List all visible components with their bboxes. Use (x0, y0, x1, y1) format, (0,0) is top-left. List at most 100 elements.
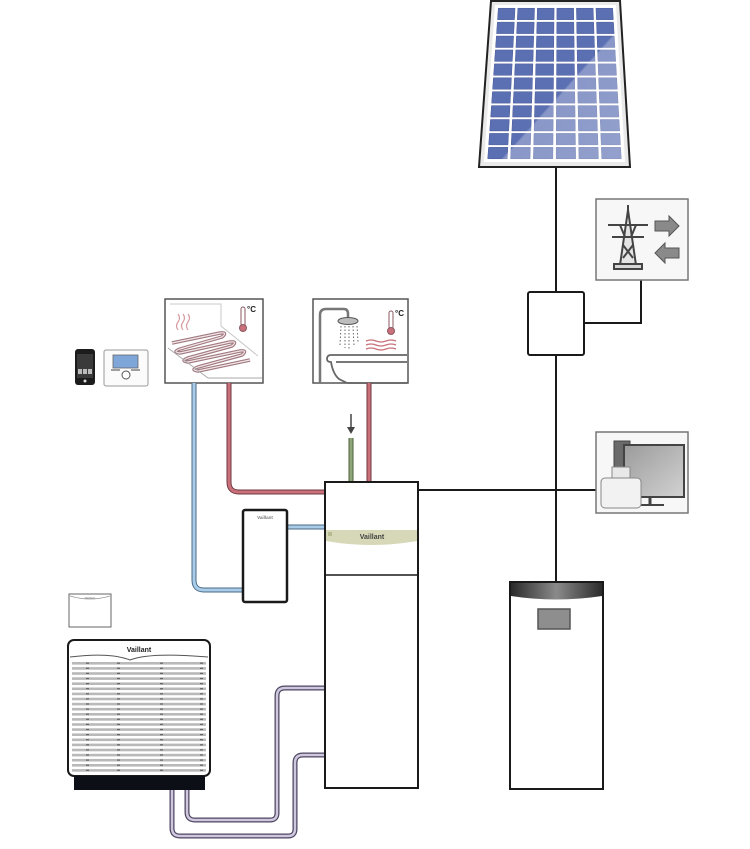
smartphone-icon (75, 349, 95, 385)
indoor-unit-body (324, 481, 419, 789)
cold-pipe-underfloor (191, 383, 243, 593)
louver-mark (200, 764, 203, 766)
louver-mark (86, 662, 89, 664)
louver-mark (86, 698, 89, 700)
louver-mark (117, 769, 120, 771)
louver-mark (200, 718, 203, 720)
outdoor-sensor-brand: Vaillant (85, 596, 96, 600)
louver-mark (160, 749, 163, 751)
louver-mark (160, 754, 163, 756)
louver-mark (200, 769, 203, 771)
underfloor-heating: °C (164, 298, 264, 384)
solar-panel-glare (484, 5, 625, 162)
louver-mark (160, 718, 163, 720)
indoor-unit: Vaillant (324, 481, 419, 789)
buffer-tank: Vaillant (241, 508, 289, 604)
louver-mark (160, 728, 163, 731)
louver-mark (86, 759, 89, 761)
louver-mark (160, 708, 163, 710)
louver-mark (86, 672, 89, 674)
louver-mark (160, 667, 163, 669)
louver-mark (86, 718, 89, 720)
controls (75, 349, 149, 387)
louver-mark (200, 759, 203, 761)
louver (72, 687, 206, 691)
louver-mark (160, 759, 163, 761)
outdoor-sensor: Vaillant (68, 593, 112, 628)
louver-mark (160, 764, 163, 766)
louver (72, 733, 206, 736)
louver-mark (200, 713, 203, 715)
louver-mark (86, 708, 89, 710)
louver-mark (86, 728, 89, 731)
louver (72, 692, 206, 696)
louver-mark (200, 703, 203, 705)
louver-mark (200, 662, 203, 664)
louver (72, 667, 206, 670)
louver-mark (117, 739, 120, 741)
louver-mark (86, 739, 89, 741)
louver-mark (117, 754, 120, 756)
indoor-unit-band (326, 530, 417, 545)
outdoor-unit-base (74, 776, 205, 790)
louver-mark (200, 677, 203, 680)
louver-mark (160, 693, 163, 695)
import-arrow-icon (654, 241, 680, 265)
louver (72, 697, 206, 701)
louver-mark (117, 749, 120, 751)
louver-mark (86, 677, 89, 680)
shower-pipe (318, 307, 350, 383)
louver-mark (117, 764, 120, 766)
louver-mark (86, 688, 89, 690)
louver-mark (160, 672, 163, 674)
thermometer-icon (239, 306, 247, 332)
buffer-tank-brand: Vaillant (257, 515, 273, 520)
louver-mark (117, 713, 120, 715)
louver (72, 702, 206, 706)
louver-mark (160, 683, 163, 685)
louver (72, 682, 206, 685)
heat-waves-icon (175, 313, 191, 331)
toaster-icon (600, 466, 642, 509)
louver-mark (200, 723, 203, 725)
water-drops (339, 325, 359, 350)
shower-head-icon (337, 317, 359, 325)
household-appliances (595, 431, 689, 514)
louver-mark (160, 703, 163, 705)
battery-top-band (511, 583, 602, 600)
room-controller-icon (103, 349, 149, 387)
export-arrow-icon (654, 214, 680, 238)
louver-mark (117, 688, 120, 690)
louver (72, 677, 206, 680)
louver-mark (86, 769, 89, 771)
line-inverter-to-grid (584, 280, 642, 324)
louver (72, 723, 206, 726)
louver-mark (160, 688, 163, 690)
hot-water-thermometer-icon (387, 310, 395, 335)
louver-mark (200, 754, 203, 756)
buffer-tank-body (241, 508, 289, 604)
battery-storage (509, 581, 604, 790)
underfloor-temp-unit: °C (247, 305, 256, 314)
louver-mark (117, 708, 120, 710)
louver (72, 662, 206, 665)
louver-mark (160, 713, 163, 715)
louver-mark (117, 703, 120, 705)
hot-water: °C (312, 298, 409, 384)
louver (72, 764, 206, 767)
louver-mark (86, 683, 89, 685)
louver-mark (200, 708, 203, 710)
grid-connection (595, 198, 689, 281)
louver-mark (117, 677, 120, 680)
outdoor-unit: Vaillant (67, 639, 211, 790)
solar-panel (477, 0, 632, 168)
louver (72, 743, 206, 747)
louver-mark (200, 672, 203, 674)
louver-mark (160, 734, 163, 736)
louver-mark (160, 739, 163, 741)
water-inlet-arrow-icon (347, 414, 355, 434)
louver-mark (117, 728, 120, 731)
louver-mark (117, 683, 120, 685)
louver-mark (200, 749, 203, 751)
